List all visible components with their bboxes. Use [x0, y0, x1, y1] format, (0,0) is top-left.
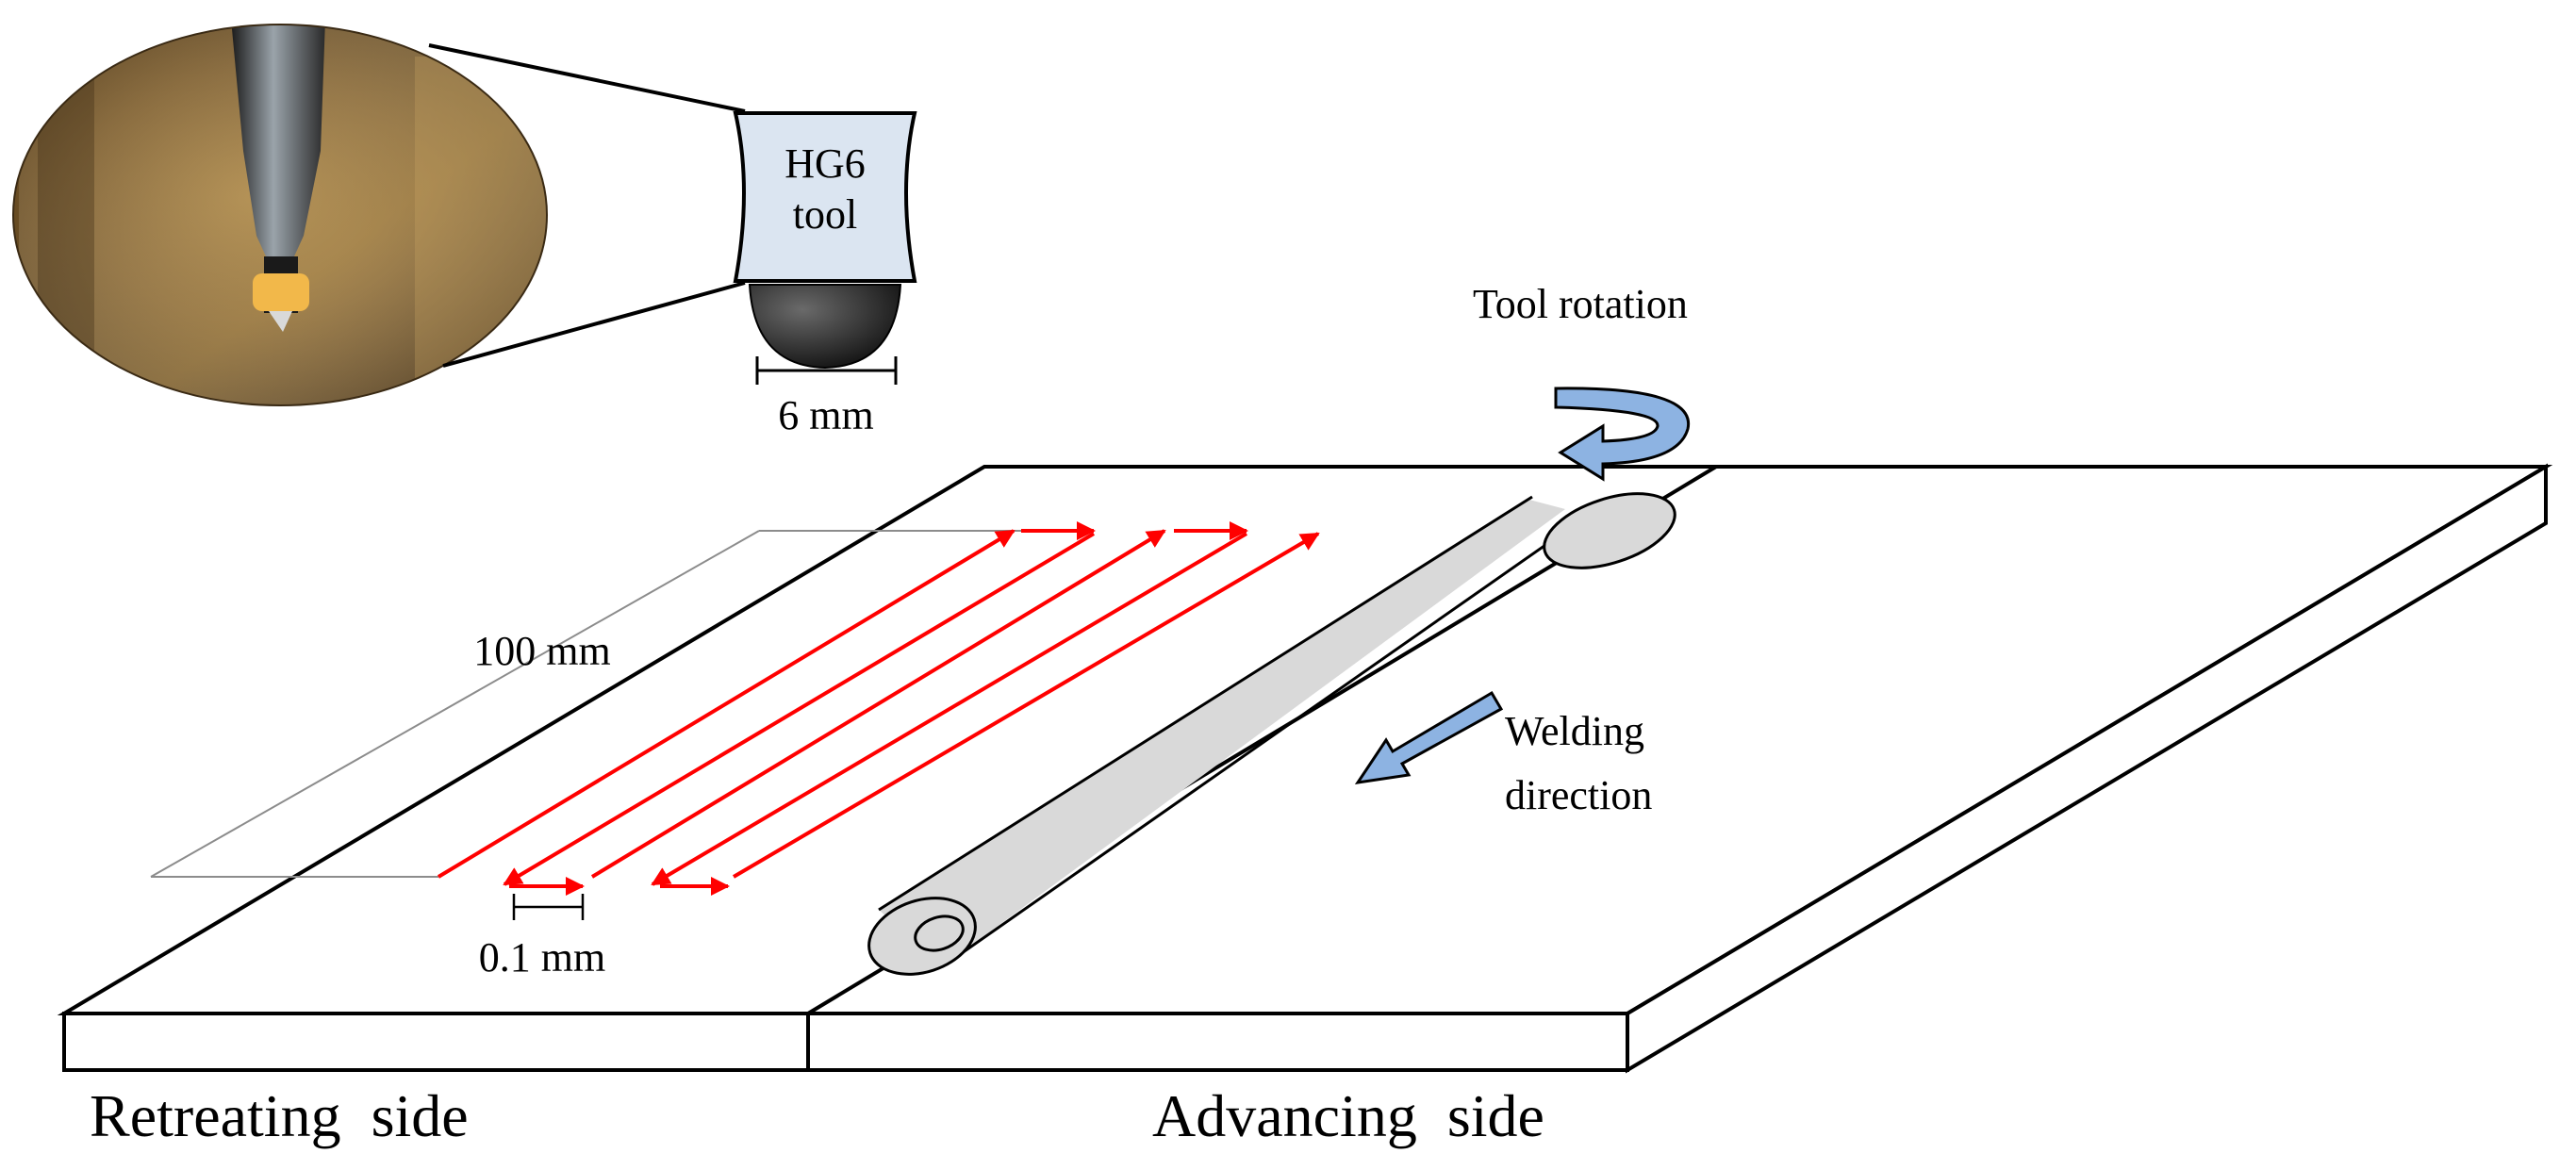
- spacing-label: 0.1 mm: [479, 934, 605, 980]
- tool-schematic: [733, 111, 917, 370]
- tool-rotation-label: Tool rotation: [1473, 281, 1688, 327]
- tool-name-line1: HG6: [784, 140, 866, 187]
- welding-direction-line1: Welding: [1505, 708, 1644, 754]
- welding-direction-arrow: [1354, 690, 1504, 784]
- zoom-line-bottom: [442, 281, 746, 368]
- raster-pass-3: [590, 529, 1166, 879]
- tool-name-line2: tool: [793, 191, 857, 238]
- length-label: 100 mm: [473, 628, 610, 674]
- tool-rotation-arrow: [1554, 387, 1691, 482]
- retreating-side-label: Retreating side: [90, 1082, 469, 1149]
- raster-pass-5: [732, 532, 1320, 879]
- tool-diameter-dimension: [755, 356, 898, 385]
- zoom-line-top: [428, 43, 746, 113]
- raster-pass-2: [503, 532, 1096, 886]
- raster-pass-4: [651, 532, 1248, 886]
- workpiece-plate: [57, 463, 2553, 1074]
- tool-diameter-label: 6 mm: [778, 392, 873, 438]
- raster-pass-1: [437, 529, 1016, 879]
- spacing-dimension: [512, 894, 585, 920]
- welding-direction-line2: direction: [1505, 772, 1652, 818]
- weld-bead: [867, 492, 1676, 976]
- advancing-side-label: Advancing side: [1152, 1082, 1544, 1149]
- length-dimension: [150, 530, 1028, 878]
- raster-path: [437, 521, 1320, 896]
- tool-photo: [12, 24, 548, 406]
